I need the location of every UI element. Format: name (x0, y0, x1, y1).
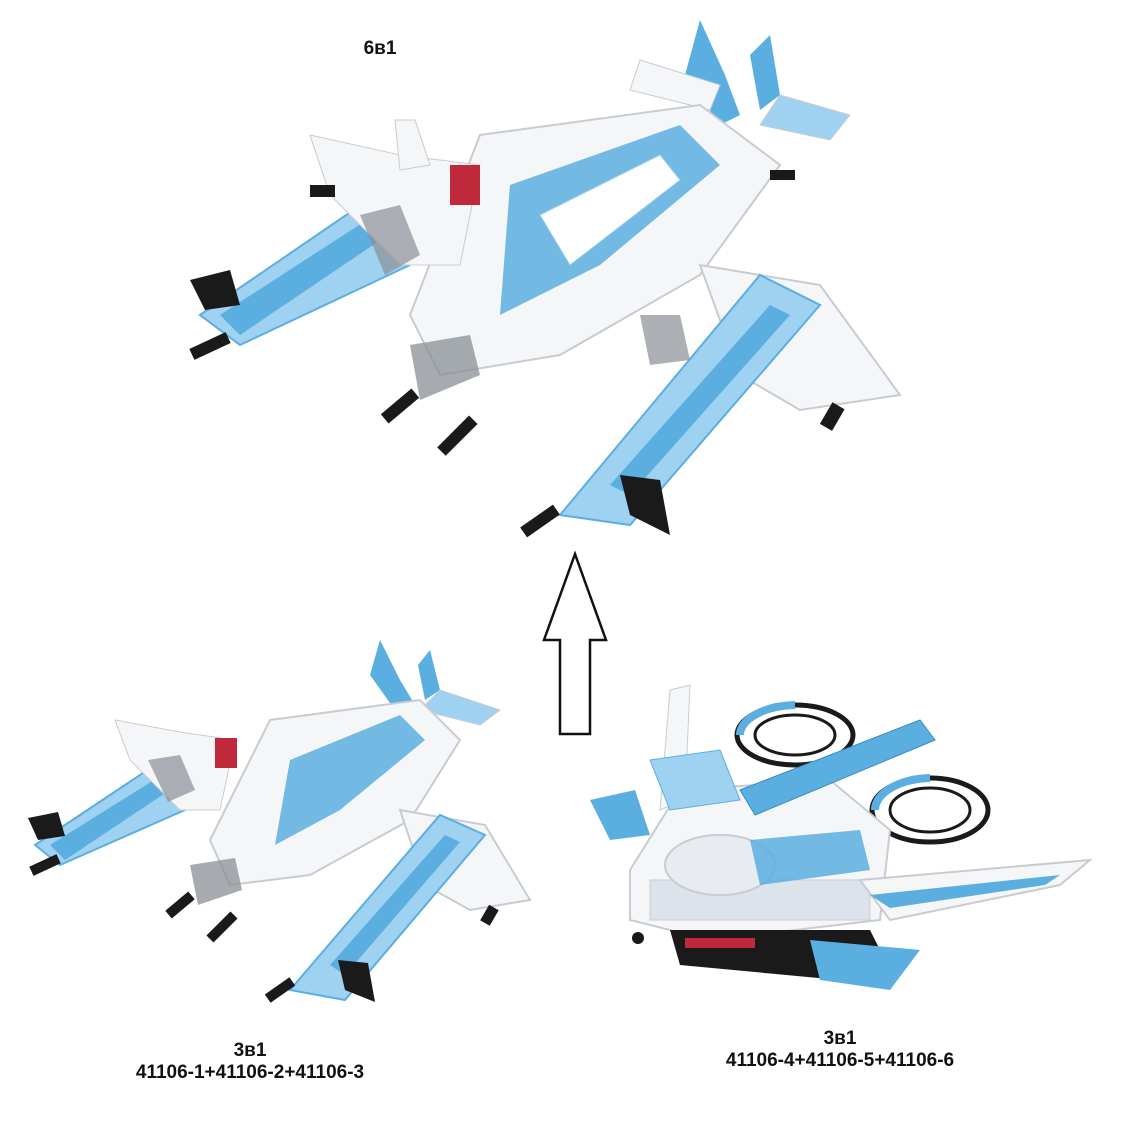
set-1-3-title: 3в1 (233, 1040, 267, 1061)
combined-spaceship-image (189, 20, 902, 538)
spaceship-set-4-6-image (590, 684, 1094, 990)
combine-arrow (542, 550, 608, 736)
set-1-3-numbers: 41106-1+41106-2+41106-3 (135, 1062, 365, 1083)
set-4-6-caption: 3в1 41106-4+41106-5+41106-6 (670, 1028, 1010, 1072)
spaceship-set-1-3-image (28, 640, 532, 1003)
set-4-6-numbers: 41106-4+41106-5+41106-6 (725, 1050, 955, 1071)
set-1-3-caption: 3в1 41106-1+41106-2+41106-3 (80, 1040, 420, 1084)
combined-model-title: 6в1 (363, 38, 397, 59)
set-4-6-title: 3в1 (823, 1028, 857, 1049)
